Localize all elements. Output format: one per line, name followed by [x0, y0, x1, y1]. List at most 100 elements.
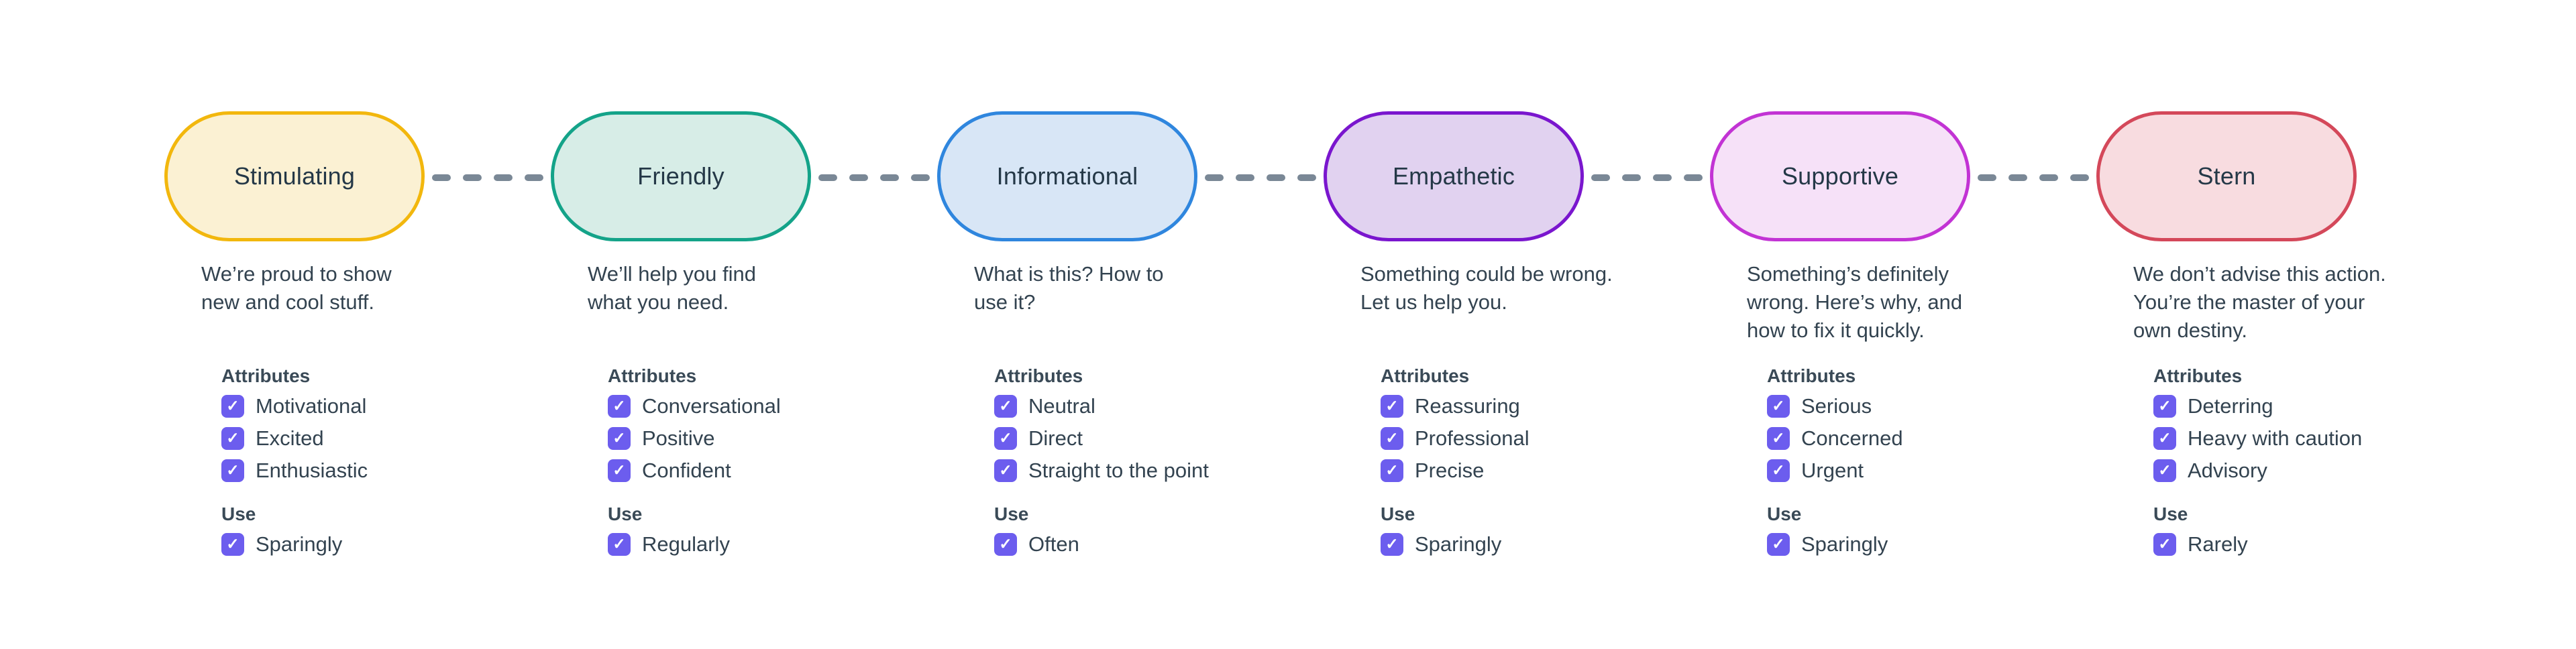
- checkmark-icon: ✓: [1772, 461, 1785, 479]
- tone-pill: Stern: [2096, 111, 2357, 241]
- tone-column-empathetic: Empathetic Something could be wrong. Let…: [1324, 111, 1710, 556]
- connector-dashed-line: [1584, 174, 1710, 181]
- checkmark-icon: ✓: [1385, 428, 1399, 447]
- attributes-section-label: Attributes: [2153, 365, 2243, 386]
- dash: [494, 174, 513, 181]
- dash: [1978, 174, 1996, 181]
- tone-description: We don’t advise this action. You’re the …: [2133, 262, 2386, 342]
- tone-column-informational: Informational What is this? How to use i…: [937, 111, 1324, 556]
- use-checkbox-row: ✓ Often: [994, 532, 1324, 556]
- tone-pill: Supportive: [1710, 111, 1970, 241]
- checkmark-icon: ✓: [999, 428, 1012, 447]
- attribute-checkbox-row: ✓ Advisory: [2153, 459, 2483, 483]
- checkbox-checked[interactable]: ✓: [994, 533, 1017, 556]
- checkbox-checked[interactable]: ✓: [608, 395, 631, 418]
- attribute-checkbox-row: ✓ Conversational: [608, 394, 937, 418]
- attribute-label: Professional: [1415, 426, 1529, 450]
- checkbox-checked[interactable]: ✓: [1381, 427, 1403, 450]
- use-checkbox-row: ✓ Rarely: [2153, 532, 2483, 556]
- attributes-section-label: Attributes: [1767, 365, 1856, 386]
- dash: [1591, 174, 1610, 181]
- attribute-checkbox-row: ✓ Deterring: [2153, 394, 2483, 418]
- attribute-label: Confident: [642, 459, 731, 482]
- connector-dashed-line: [811, 174, 937, 181]
- checkbox-checked[interactable]: ✓: [221, 459, 244, 482]
- attribute-checkbox-row: ✓ Precise: [1381, 459, 1710, 483]
- attribute-label: Reassuring: [1415, 394, 1520, 418]
- use-frequency-label: Sparingly: [1415, 532, 1502, 556]
- checkbox-checked[interactable]: ✓: [2153, 459, 2176, 482]
- checkbox-checked[interactable]: ✓: [221, 427, 244, 450]
- attribute-label: Enthusiastic: [256, 459, 368, 482]
- checkbox-checked[interactable]: ✓: [1381, 533, 1403, 556]
- dash: [1236, 174, 1254, 181]
- attribute-checkbox-row: ✓ Urgent: [1767, 459, 2096, 483]
- checkmark-icon: ✓: [1772, 396, 1785, 414]
- tone-pill-label: Friendly: [637, 162, 724, 190]
- tone-sections: Attributes ✓ Motivational ✓ Excited ✓ En…: [164, 366, 551, 556]
- tone-description: We’re proud to show new and cool stuff.: [201, 262, 392, 314]
- dash: [880, 174, 899, 181]
- checkmark-icon: ✓: [612, 534, 626, 552]
- checkmark-icon: ✓: [612, 428, 626, 447]
- tone-description: Something’s definitely wrong. Here’s why…: [1747, 262, 1963, 342]
- dash: [525, 174, 543, 181]
- attributes-section-label: Attributes: [608, 365, 697, 386]
- dash: [1267, 174, 1285, 181]
- checkbox-checked[interactable]: ✓: [2153, 533, 2176, 556]
- checkbox-checked[interactable]: ✓: [221, 395, 244, 418]
- checkbox-checked[interactable]: ✓: [994, 459, 1017, 482]
- checkbox-checked[interactable]: ✓: [608, 459, 631, 482]
- checkbox-checked[interactable]: ✓: [2153, 395, 2176, 418]
- dash: [1684, 174, 1703, 181]
- tone-description: What is this? How to use it?: [974, 262, 1164, 314]
- checkbox-checked[interactable]: ✓: [1381, 395, 1403, 418]
- use-checkbox-row: ✓ Sparingly: [221, 532, 551, 556]
- checkmark-icon: ✓: [1772, 534, 1785, 552]
- checkmark-icon: ✓: [999, 534, 1012, 552]
- dash: [818, 174, 837, 181]
- checkbox-checked[interactable]: ✓: [2153, 427, 2176, 450]
- attribute-label: Heavy with caution: [2188, 426, 2363, 450]
- checkbox-checked[interactable]: ✓: [1381, 459, 1403, 482]
- checkmark-icon: ✓: [226, 461, 239, 479]
- attributes-section-label: Attributes: [1381, 365, 1470, 386]
- attribute-label: Deterring: [2188, 394, 2273, 418]
- use-frequency-label: Often: [1028, 532, 1079, 556]
- checkbox-checked[interactable]: ✓: [608, 533, 631, 556]
- checkmark-icon: ✓: [1385, 534, 1399, 552]
- checkmark-icon: ✓: [226, 428, 239, 447]
- attribute-label: Excited: [256, 426, 324, 450]
- attribute-label: Concerned: [1801, 426, 1903, 450]
- checkbox-checked[interactable]: ✓: [221, 533, 244, 556]
- tone-column-friendly: Friendly We’ll help you find what you ne…: [551, 111, 937, 556]
- checkbox-checked[interactable]: ✓: [1767, 427, 1790, 450]
- checkbox-checked[interactable]: ✓: [994, 395, 1017, 418]
- dash: [1622, 174, 1641, 181]
- tone-column-supportive: Supportive Something’s definitely wrong.…: [1710, 111, 2096, 556]
- use-section-label: Use: [1381, 504, 1415, 524]
- attribute-checkbox-row: ✓ Straight to the point: [994, 459, 1324, 483]
- tone-pill-label: Stimulating: [233, 162, 356, 190]
- checkbox-checked[interactable]: ✓: [1767, 459, 1790, 482]
- checkmark-icon: ✓: [612, 396, 626, 414]
- checkmark-icon: ✓: [1772, 428, 1785, 447]
- checkbox-checked[interactable]: ✓: [1767, 395, 1790, 418]
- checkbox-checked[interactable]: ✓: [608, 427, 631, 450]
- use-section-label: Use: [221, 504, 256, 524]
- attribute-checkbox-row: ✓ Positive: [608, 426, 937, 451]
- checkmark-icon: ✓: [1385, 396, 1399, 414]
- connector-dashed-line: [1970, 174, 2096, 181]
- checkbox-checked[interactable]: ✓: [994, 427, 1017, 450]
- dash: [2039, 174, 2058, 181]
- attribute-label: Positive: [642, 426, 715, 450]
- tone-sections: Attributes ✓ Deterring ✓ Heavy with caut…: [2096, 366, 2483, 556]
- checkbox-checked[interactable]: ✓: [1767, 533, 1790, 556]
- tone-pill: Empathetic: [1324, 111, 1584, 241]
- attribute-checkbox-row: ✓ Concerned: [1767, 426, 2096, 451]
- use-section-label: Use: [1767, 504, 1802, 524]
- attribute-label: Direct: [1028, 426, 1083, 450]
- tone-column-stern: Stern We don’t advise this action. You’r…: [2096, 111, 2483, 556]
- attribute-checkbox-row: ✓ Heavy with caution: [2153, 426, 2483, 451]
